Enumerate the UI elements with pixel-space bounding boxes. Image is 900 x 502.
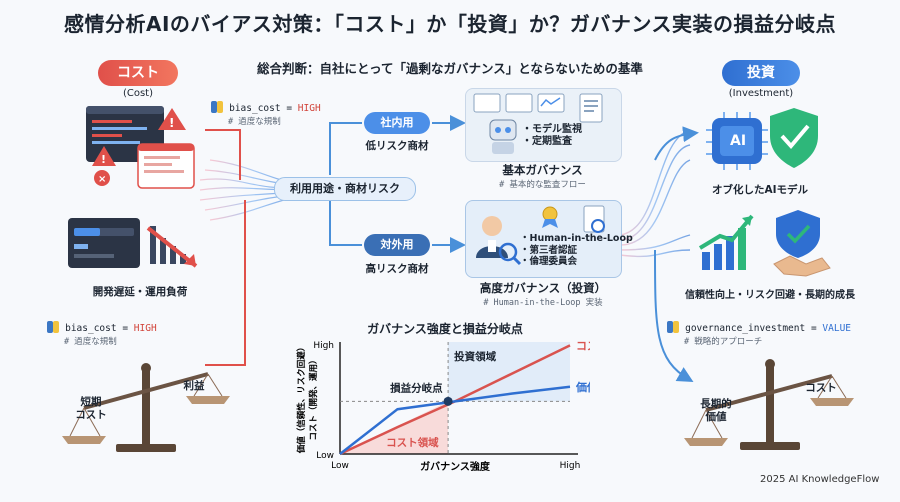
hub-node: 利用用途・商材リスク <box>274 177 416 201</box>
advanced-governance-title: 高度ガバナンス（投資） <box>479 281 607 295</box>
y-tick-high: High <box>313 341 334 351</box>
subtitle: 総合判断：自社にとって「過剰なガバナンス」とならないための基準 <box>257 61 643 76</box>
investment-scale-left-label: 長期的 価値 <box>700 398 732 423</box>
cost-region-label: コスト領域 <box>386 436 439 449</box>
cost-label-en: (Cost) <box>122 88 154 99</box>
x-tick-high: High <box>560 461 581 471</box>
advanced-bullet: ・第三者認証 <box>520 244 578 256</box>
human-in-the-loop-icon <box>476 205 605 266</box>
investment-region-label: 投資領域 <box>454 350 496 363</box>
y-axis-label: コスト（開発、運用） <box>308 355 319 440</box>
branch-external-risk: 高リスク商材 <box>365 263 429 275</box>
x-axis-label: ガバナンス強度 <box>420 460 491 473</box>
advanced-bullets: ・Human-in-the-Loop ・第三者認証 ・倫理委員会 <box>520 233 633 268</box>
investment-label: 投資 <box>722 60 800 86</box>
page-title: 感情分析AIのバイアス対策：「コスト」か「投資」か？ガバナンス実装の損益分岐点 <box>63 12 837 36</box>
investment-label-en: (Investment) <box>728 88 794 99</box>
series-label: コスト <box>576 339 590 352</box>
series-label: 価値 <box>575 380 590 394</box>
ai-badge: AI <box>730 133 747 149</box>
monitoring-robot-icon <box>473 93 603 154</box>
cost-scale-left-label: 短期 コスト <box>75 396 107 421</box>
ai-shield-icon <box>706 108 818 170</box>
code-op: = <box>122 323 129 334</box>
basic-bullets: ・モデル監視 ・定期監査 <box>522 124 582 148</box>
investment-region <box>448 342 570 402</box>
advanced-governance-comment: # Human-in-the-Loop 実装 <box>483 298 603 308</box>
cost-region <box>340 401 449 454</box>
cost-balance-scale-icon <box>62 363 230 452</box>
advanced-bullet: ・倫理委員会 <box>520 256 578 267</box>
code-value: HIGH <box>297 103 321 114</box>
cost-caption: 開発遅延・運用負荷 <box>92 286 188 298</box>
code-comment: # 過度な規制 <box>228 117 281 127</box>
basic-bullet: ・モデル監視 <box>522 124 582 135</box>
x-tick-low: Low <box>331 461 349 471</box>
investment-balance-scale-icon <box>684 359 854 450</box>
slow-progress-chart-icon <box>68 218 198 268</box>
python-icon <box>211 100 223 113</box>
growth-handshake-icon <box>698 210 831 277</box>
investment-caption-2: 信頼性向上・リスク回避・長期的成長 <box>685 290 855 301</box>
code-var: bias_cost <box>65 323 117 334</box>
code-op: = <box>810 323 817 334</box>
cost-scale-right-label: 利益 <box>183 380 205 392</box>
code-value: VALUE <box>822 323 852 334</box>
code-editor-warning-icon: ! × ! <box>86 106 195 189</box>
advanced-bullet: ・Human-in-the-Loop <box>520 233 633 244</box>
code-op: = <box>286 103 293 114</box>
y-tick-low: Low <box>316 451 334 461</box>
python-icon <box>667 320 679 333</box>
branch-internal-chip: 社内用 <box>364 112 430 134</box>
investment-caption-1: オブ化したAIモデル <box>711 184 809 196</box>
cost-code-1: bias_cost = HIGH # 過度な規制 <box>210 96 321 127</box>
svg-text:×: × <box>98 174 106 185</box>
break-even-label: 損益分岐点 <box>390 381 443 394</box>
svg-text:!: ! <box>169 116 174 130</box>
cost-label: コスト <box>98 60 178 86</box>
series-line-1 <box>339 385 571 455</box>
code-var: governance_investment <box>685 323 806 334</box>
break-even-chart: コスト価値損益分岐点投資領域コスト領域HighLowLowHighガバナンス強度… <box>296 339 590 473</box>
code-var: bias_cost <box>229 103 281 114</box>
investment-code: governance_investment = VALUE # 戦略的アプローチ <box>666 316 851 347</box>
y-axis-label: 価値（信頼性、リスク回避） <box>296 343 307 455</box>
break-even-point <box>443 396 453 406</box>
basic-governance-title: 基本ガバナンス <box>502 163 583 177</box>
code-value: HIGH <box>133 323 157 334</box>
branch-external-chip: 対外用 <box>364 234 430 256</box>
svg-text:!: ! <box>101 153 106 166</box>
python-icon <box>47 320 59 333</box>
code-comment: # 戦略的アプローチ <box>684 337 763 347</box>
investment-scale-right-label: コスト <box>805 382 837 394</box>
footer-credit: 2025 AI KnowledgeFlow <box>760 474 880 485</box>
cost-code-2: bias_cost = HIGH # 過度な規制 <box>46 316 157 347</box>
code-comment: # 過度な規制 <box>64 337 117 347</box>
branch-internal-risk: 低リスク商材 <box>365 140 429 152</box>
chart-title: ガバナンス強度と損益分岐点 <box>367 322 523 336</box>
basic-governance-comment: # 基本的な監査フロー <box>499 180 586 190</box>
basic-bullet: ・定期監査 <box>522 136 572 147</box>
